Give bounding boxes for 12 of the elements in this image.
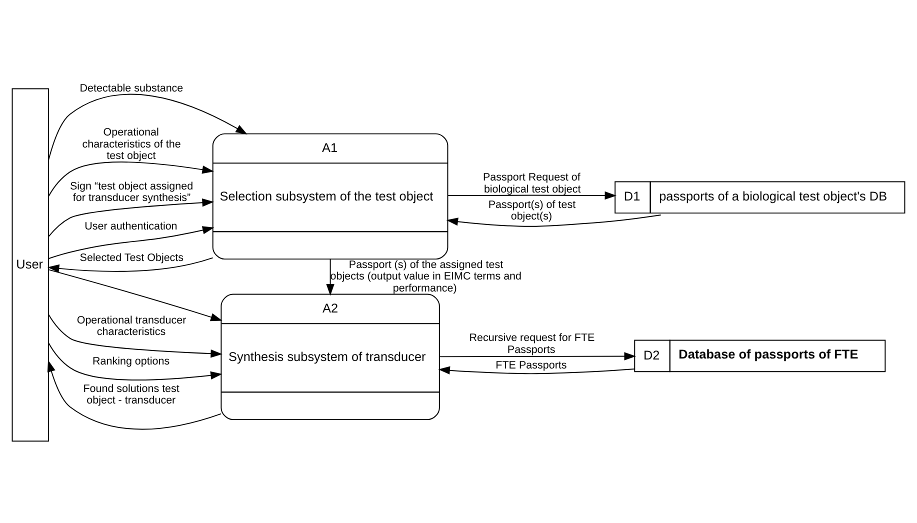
edge-label: Sign “test object assigned for transducer synthesis” bbox=[70, 180, 194, 204]
edge-label: Operational transducer characteristics bbox=[76, 314, 186, 338]
edge-label: Detectable substance bbox=[80, 82, 184, 94]
edge-label: Operational characteristics of the test object bbox=[82, 126, 181, 162]
edge-label: User authentication bbox=[84, 220, 178, 232]
edge-label: Recursive request for FTE Passports bbox=[469, 332, 595, 356]
edge-label: Selected Test Objects bbox=[80, 251, 184, 264]
edge-label: FTE Passports bbox=[496, 358, 567, 371]
edge-label: Passport(s) of test object(s) bbox=[488, 198, 576, 222]
edge-label: Passport Request of biological test object bbox=[482, 171, 581, 195]
edge-label: Found solutions test object - transducer bbox=[83, 382, 180, 406]
edge-label: Ranking options bbox=[92, 355, 170, 368]
